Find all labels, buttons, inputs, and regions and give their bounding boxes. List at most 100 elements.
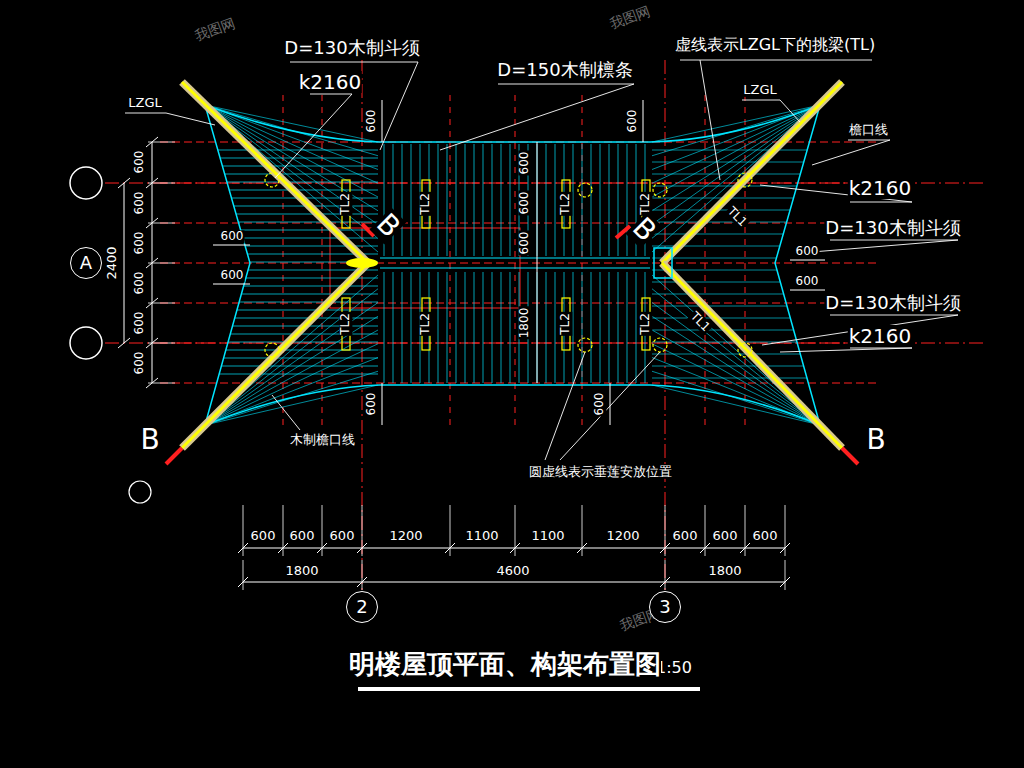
dimension-text: 1800 (707, 564, 742, 578)
dimension-tick (278, 543, 288, 553)
rafter (652, 174, 800, 175)
grid-line (582, 95, 583, 430)
extension-line (148, 263, 175, 264)
rafter (546, 272, 547, 383)
dimension-tick (357, 543, 367, 553)
rafter (600, 144, 601, 256)
rafter (652, 378, 807, 379)
dimension-text: 600 (795, 245, 820, 258)
pendant-position (653, 183, 667, 197)
rafter (555, 144, 556, 256)
dimension-text: 1800 (518, 307, 531, 340)
fan-rafter (652, 303, 820, 426)
rafter (243, 238, 378, 239)
dimension-tick (118, 338, 130, 348)
fan-rafter (652, 105, 820, 142)
extension-line (148, 343, 175, 344)
rafter (218, 150, 378, 151)
rafter (636, 272, 637, 383)
dimension-text: 600 (518, 231, 531, 256)
fan-rafter (652, 344, 820, 425)
rafter (465, 272, 466, 383)
material-note: D=130木制斗须 (283, 38, 420, 58)
axis-number: 2 (356, 598, 367, 616)
rafter (600, 272, 601, 383)
dimension-line (537, 142, 538, 383)
rafter (582, 144, 583, 256)
fan-rafter (205, 303, 378, 426)
rafter (609, 144, 610, 256)
dimension-text: 600 (220, 230, 245, 243)
rafter (227, 182, 378, 183)
rafter (573, 144, 574, 256)
rafter (447, 144, 448, 256)
watermark: 我图网 (192, 15, 239, 45)
length-note: k2160 (848, 325, 912, 347)
extension-line (243, 560, 244, 590)
material-note: D=150木制檩条 (496, 60, 633, 80)
rafter (224, 358, 378, 359)
rafter (411, 144, 412, 256)
grid-line (515, 95, 516, 430)
rafter (402, 144, 403, 256)
rafter (438, 144, 439, 256)
extension-line (148, 303, 175, 304)
axis-bubble (70, 327, 102, 359)
dimension-tick (445, 543, 455, 553)
dimension-line (243, 582, 785, 583)
extension-line (148, 223, 175, 224)
fan-rafter (652, 316, 820, 425)
rafter (438, 272, 439, 383)
rafter (591, 144, 592, 256)
section-label: B (865, 425, 886, 456)
rafter (447, 272, 448, 383)
dimension-line (610, 383, 611, 425)
grid-line (705, 95, 706, 430)
dimension-text: 600 (133, 191, 146, 216)
rafter (244, 286, 378, 287)
dimension-text: 1200 (388, 529, 423, 543)
leader-line (272, 395, 300, 430)
beam-tag: TL2 (559, 192, 572, 216)
dimension-tick (357, 577, 367, 587)
eave-outline (205, 105, 820, 425)
dimension-text: 600 (133, 311, 146, 336)
dimension-text: 600 (133, 351, 146, 376)
dimension-tick (577, 543, 587, 553)
ridge-line (380, 257, 650, 258)
rafter (652, 306, 787, 307)
rafter (627, 144, 628, 256)
rafter (652, 150, 807, 151)
rafter (402, 272, 403, 383)
dimension-text: 600 (518, 151, 531, 176)
ridge-ornament (346, 258, 378, 268)
rafter (225, 174, 378, 175)
rafter (501, 272, 502, 383)
axis-bubble: A (70, 247, 102, 279)
rafter (573, 272, 574, 383)
leader-line (275, 94, 352, 178)
extension-line (148, 183, 175, 184)
rafter (555, 272, 556, 383)
fan-rafter (652, 105, 820, 170)
rafter (456, 272, 457, 383)
axis-line (362, 60, 363, 590)
section-mark (166, 448, 182, 464)
dimension-tick (660, 543, 670, 553)
dimension-tick (660, 577, 670, 587)
rafter (393, 144, 394, 256)
rafter (229, 190, 378, 191)
pendant-position (738, 343, 752, 357)
dimension-text: 600 (365, 109, 378, 134)
dimension-text: 1800 (284, 564, 319, 578)
rafter (245, 246, 378, 247)
watermark: 我图网 (607, 3, 654, 33)
pendant-position (738, 173, 752, 187)
leader-line (680, 60, 872, 61)
eave-note: 檐口线 (848, 123, 889, 137)
dimension-tick (700, 543, 710, 553)
rafter (609, 272, 610, 383)
dimension-tick (510, 543, 520, 553)
leader-line (812, 140, 890, 165)
